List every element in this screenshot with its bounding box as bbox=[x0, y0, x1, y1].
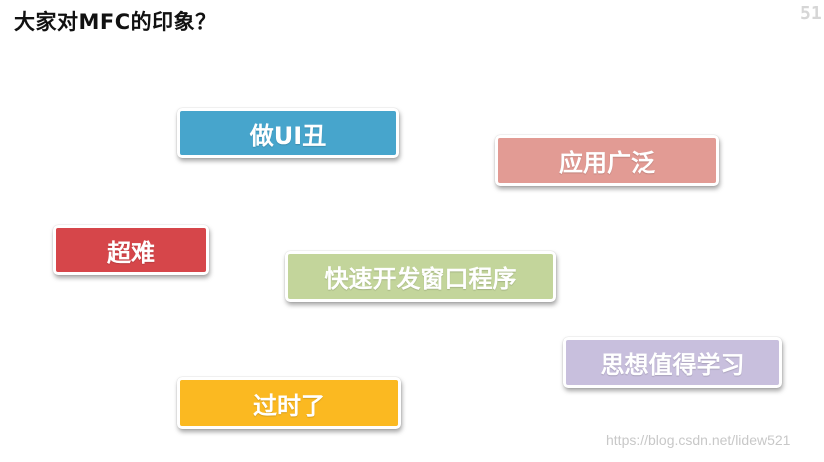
tag-fast-window-development: 快速开发窗口程序 bbox=[285, 251, 556, 302]
tag-ideas-worth-learning: 思想值得学习 bbox=[563, 337, 782, 388]
tag-very-hard: 超难 bbox=[53, 225, 209, 275]
corner-logo: 51 bbox=[800, 3, 822, 24]
tag-widely-used: 应用广泛 bbox=[495, 135, 719, 186]
slide-title: 大家对MFC的印象？ bbox=[14, 10, 217, 34]
tag-outdated: 过时了 bbox=[177, 377, 401, 429]
url-watermark: https://blog.csdn.net/lidew521 bbox=[606, 432, 791, 448]
tag-ugly-ui: 做UI丑 bbox=[177, 108, 399, 158]
